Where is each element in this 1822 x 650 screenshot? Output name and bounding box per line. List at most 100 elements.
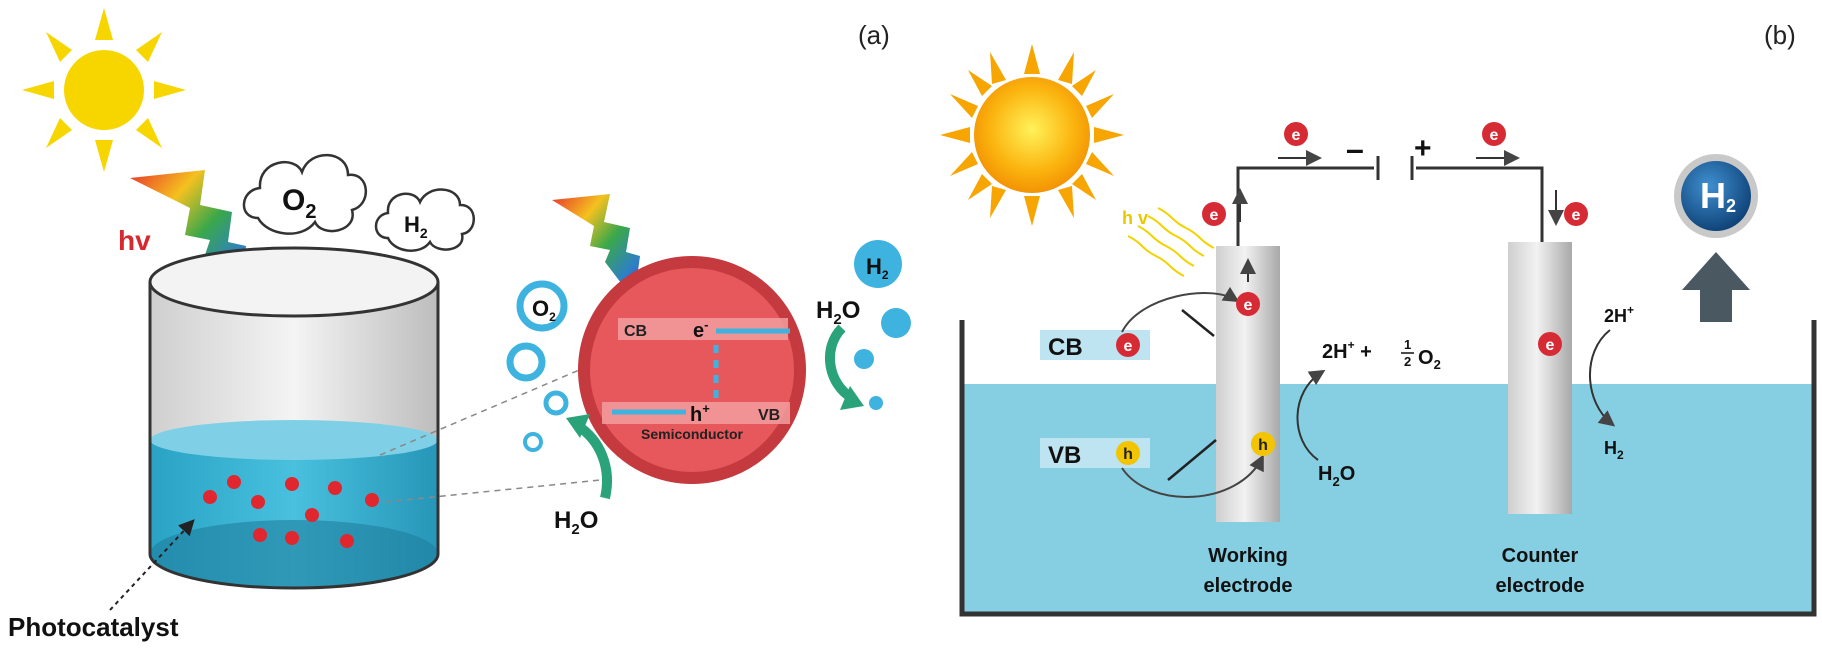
cb-electron [1116, 333, 1140, 357]
reduction-arrow [824, 324, 855, 403]
electron-right-wire: e [1548, 190, 1588, 226]
h2-bubble-main: H [866, 254, 882, 279]
panel-b: (b) [940, 20, 1817, 617]
svg-text:h+: h+ [690, 401, 710, 426]
h2o-right-main: H [816, 297, 833, 324]
reaction-frac-den: 2 [1404, 354, 1411, 369]
svg-text:e: e [1292, 127, 1301, 144]
counter-electron [1538, 332, 1562, 356]
svg-text:H2: H2 [866, 254, 889, 282]
zoom-line-bottom [384, 479, 601, 503]
cb-label-b: CB [1048, 334, 1083, 361]
svg-text:2H+: 2H+ [1604, 303, 1634, 326]
sun-icon-b [940, 44, 1124, 226]
svg-text:e: e [1124, 338, 1133, 355]
reaction-plus: + [1355, 341, 1372, 363]
o2-bubble-sub: 2 [549, 310, 556, 324]
working-electrode-label-1: Working [1208, 545, 1288, 567]
oxidation-arrow-head [566, 414, 590, 438]
svg-text:e-: e- [693, 317, 708, 342]
h2-bubbles [854, 240, 911, 410]
svg-text:H2O: H2O [554, 507, 598, 538]
svg-text:H2: H2 [404, 212, 428, 241]
hv-label: hv [118, 225, 151, 256]
reaction-o: O [1418, 347, 1434, 369]
container-wall [959, 320, 1817, 617]
svg-text:O2: O2 [282, 184, 316, 223]
hole-sup: + [702, 401, 710, 416]
light-bolt-icon-2 [552, 194, 640, 300]
h2-ball-sub: 2 [1726, 196, 1736, 216]
photocatalyst-particles [203, 475, 379, 548]
counter-electrode-label-1: Counter [1502, 545, 1579, 567]
working-electrode [1216, 246, 1280, 522]
sun-icon [22, 8, 186, 172]
o2-cloud-sub: 2 [305, 201, 316, 223]
h2-bubble-sub: 2 [882, 268, 889, 282]
electron-sup: - [704, 317, 708, 332]
up-arrow-icon [1682, 252, 1750, 322]
h2o-oxidation-arrow [1296, 369, 1326, 461]
panel-a: (a) hv O2 H2 [8, 8, 911, 642]
h2-product-main: H [1604, 438, 1617, 458]
beaker [148, 246, 440, 590]
vb-label: VB [758, 407, 780, 424]
hole-symbol: h [690, 404, 702, 426]
electrolyte [962, 384, 1814, 614]
svg-text:O2: O2 [532, 296, 556, 324]
svg-text:2H+ +: 2H+ + [1322, 338, 1372, 363]
vb-hole [1116, 441, 1140, 465]
h2o-tail-b: O [1340, 463, 1356, 485]
photocatalyst-label: Photocatalyst [8, 612, 179, 642]
h2o-left-main: H [554, 507, 571, 534]
working-hole [1251, 432, 1275, 456]
electron-left-wire: e [1202, 188, 1248, 226]
hv-label-b: h v [1122, 208, 1148, 228]
h2o-right-sub: 2 [833, 311, 841, 328]
semiconductor-label: Semiconductor [641, 426, 743, 442]
h2-ball-icon: H2 [1674, 154, 1758, 238]
h2-cloud-main: H [404, 212, 420, 237]
electron-top-right: e [1476, 122, 1520, 166]
h-plus-main: 2H [1604, 306, 1627, 326]
svg-text:H2O: H2O [816, 297, 860, 328]
svg-text:e: e [1546, 337, 1555, 354]
electron-top-left: e [1278, 122, 1322, 166]
band-edge-upper [1181, 309, 1215, 337]
light-rays-icon [1127, 207, 1215, 277]
reaction-2h: 2H [1322, 341, 1348, 363]
band-edge-lower [1167, 439, 1217, 481]
cb-label: CB [624, 323, 647, 340]
svg-text:e: e [1572, 207, 1581, 224]
h-plus-sup: + [1627, 303, 1634, 317]
vb-label-b: VB [1048, 442, 1081, 469]
o2-cloud: O2 [242, 153, 368, 235]
panel-a-label: (a) [858, 20, 890, 50]
vb-transfer-arrow [1121, 454, 1264, 498]
working-electrode-label-2: electrode [1204, 575, 1293, 597]
svg-text:e: e [1490, 127, 1499, 144]
h2-cloud: H2 [374, 188, 475, 252]
h2-reduction-arrow [1589, 329, 1616, 427]
o2-cloud-main: O [282, 184, 305, 217]
svg-text:H2: H2 [1700, 175, 1736, 216]
svg-text:e: e [1210, 207, 1219, 224]
h2o-main-b: H [1318, 463, 1332, 485]
reduction-arrow-head [840, 386, 864, 410]
h2o-sub-b: 2 [1332, 474, 1339, 489]
h2-product-sub: 2 [1617, 448, 1624, 462]
counter-electrode [1508, 242, 1572, 514]
svg-text:H2O: H2O [1318, 463, 1355, 489]
reaction-2h-sup: + [1348, 338, 1355, 352]
svg-text:O2: O2 [1418, 347, 1441, 372]
svg-text:H2: H2 [1604, 438, 1624, 462]
cb-transfer-arrow [1121, 286, 1240, 333]
panel-b-label: (b) [1764, 20, 1796, 50]
h2o-left-tail: O [580, 507, 599, 534]
counter-electrode-label-2: electrode [1496, 575, 1585, 597]
h2o-left-sub: 2 [571, 521, 579, 538]
oxidation-arrow [575, 421, 612, 500]
svg-text:h: h [1258, 437, 1268, 454]
plus-sign: + [1414, 132, 1432, 165]
